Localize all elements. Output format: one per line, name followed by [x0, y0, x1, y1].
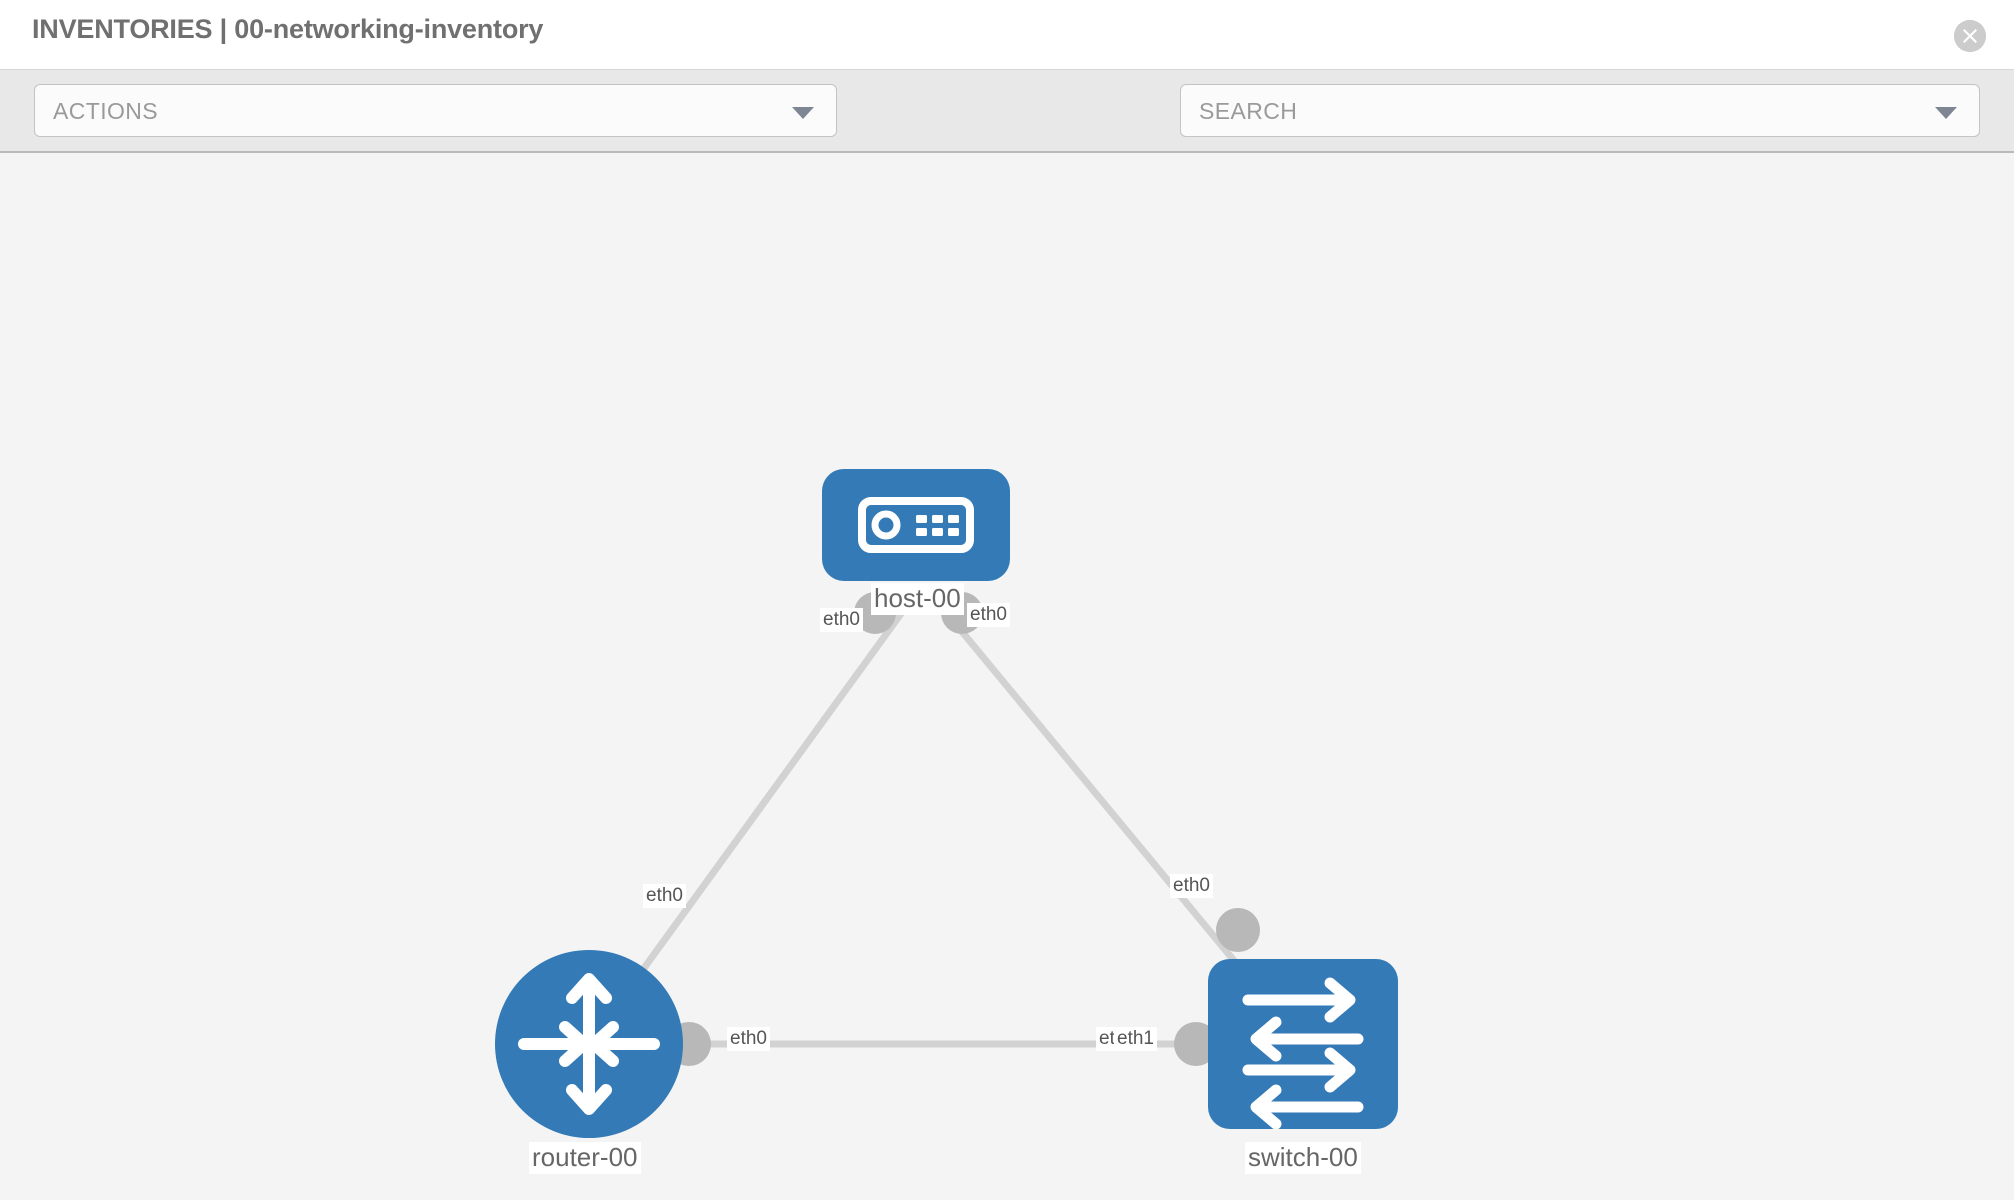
node-switch-00[interactable]: [1208, 959, 1398, 1130]
page-title: INVENTORIES | 00-networking-inventory: [32, 14, 544, 44]
topology-canvas[interactable]: host-00 router-00 switch-00 eth0 eth0 et…: [0, 153, 2014, 1200]
endpoint-switch-top[interactable]: [1216, 908, 1260, 952]
node-label-host-00: host-00: [871, 583, 964, 615]
search-dropdown[interactable]: SEARCH: [1180, 84, 1980, 137]
topology-graph: [495, 469, 1398, 1138]
search-input[interactable]: SEARCH: [1199, 98, 1298, 124]
link-label-router-switch-eth1: eth1: [1114, 1027, 1157, 1051]
actions-dropdown[interactable]: ACTIONS: [34, 84, 837, 137]
actions-dropdown-label: ACTIONS: [53, 98, 159, 124]
node-router-00[interactable]: [495, 950, 683, 1138]
link-label-host-right-eth0: eth0: [967, 603, 1010, 627]
chevron-down-icon: [792, 107, 814, 119]
link-label-router-host-eth0: eth0: [643, 884, 686, 908]
endpoint-switch-left[interactable]: [1174, 1022, 1218, 1066]
node-label-switch-00: switch-00: [1245, 1142, 1361, 1174]
link-label-host-left-eth0: eth0: [820, 608, 863, 632]
link-label-router-switch-eth0: eth0: [727, 1027, 770, 1051]
toolbar: ACTIONS SEARCH: [0, 70, 2014, 201]
window-header: INVENTORIES | 00-networking-inventory: [0, 0, 2014, 70]
link-label-host-switch-eth0: eth0: [1170, 874, 1213, 898]
close-icon[interactable]: [1954, 20, 1986, 52]
node-label-router-00: router-00: [529, 1142, 641, 1174]
node-host-00[interactable]: [822, 469, 1010, 581]
chevron-down-icon: [1935, 107, 1957, 119]
